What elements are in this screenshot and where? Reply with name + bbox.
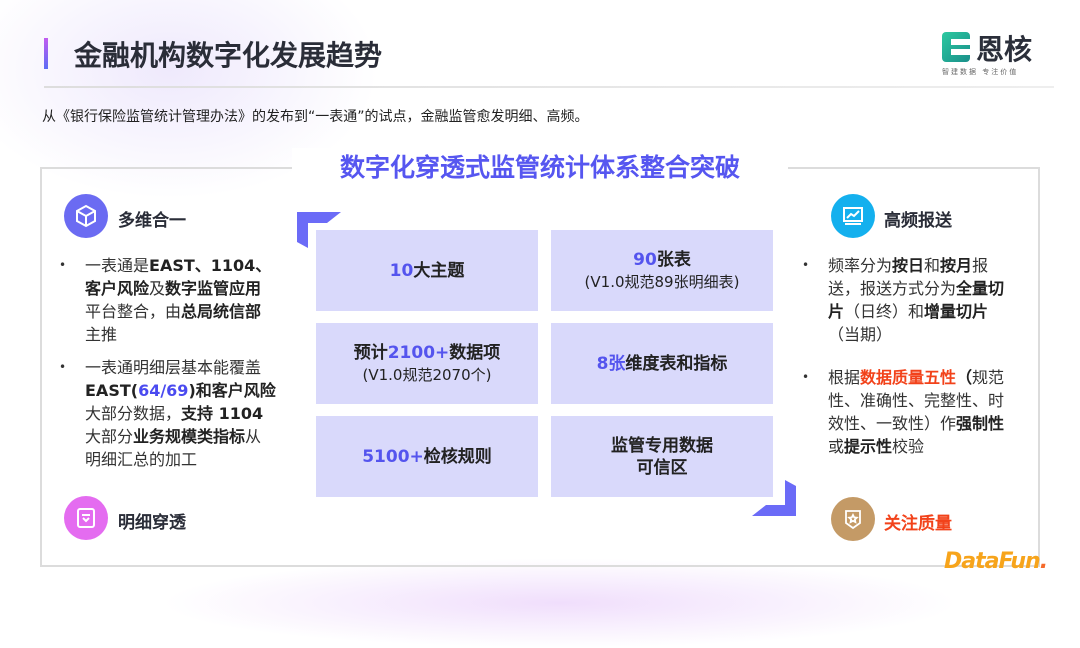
metric-sub: (V1.0规范2070个) (362, 365, 492, 384)
text-segment: （日终）和 (844, 302, 925, 321)
text-segment: 支持 1104 (181, 404, 264, 423)
inbox-icon (64, 496, 108, 540)
text-segment: 一表通明细层基本能覆盖 (85, 358, 262, 377)
text-segment: 和 (924, 256, 941, 275)
section-title-detail: 明细穿透 (118, 513, 186, 533)
metric-label: 5100+检核规则 (362, 446, 492, 468)
divider (44, 86, 1054, 88)
metric-card: 预计2100+数据项(V1.0规范2070个) (316, 323, 538, 404)
bullet-item: 根据数据质量五性（规范性、准确性、完整性、时效性、一致性）作强制性或提示性校验 (802, 366, 1014, 458)
text-segment: （当期） (828, 325, 893, 344)
text-segment: 总局统信部 (181, 302, 262, 321)
text-segment: 客户风险 (85, 279, 150, 298)
section-title-multi: 多维合一 (118, 211, 186, 231)
metric-num: 10 (389, 260, 414, 281)
metric-sub2: 可信区 (636, 457, 688, 478)
corner-decoration (752, 480, 796, 516)
metric-card: 8张维度表和指标 (551, 323, 773, 404)
metric-num: 5100+ (362, 446, 424, 467)
right-bullet-list: 频率分为按日和按月报送，报送方式分为全量切片（日终）和增量切片 （当期） 根据数据… (802, 254, 1014, 468)
text-segment: 按日 (892, 256, 925, 275)
text-segment: 大部分数据， (85, 404, 182, 423)
shield-star-icon (831, 497, 875, 541)
metric-num: 90 (633, 249, 657, 270)
chart-trend-icon (831, 194, 875, 238)
text-segment: 或 (828, 437, 845, 456)
metric-text: 检核规则 (423, 446, 492, 467)
text-segment: 大部分 (85, 427, 134, 446)
section-title-frequency: 高频报送 (884, 211, 952, 231)
title-accent-bar (44, 38, 48, 69)
metric-label: 监管专用数据 (611, 435, 713, 457)
metric-card: 10大主题 (316, 230, 538, 311)
text-segment: 64/69 (138, 381, 189, 400)
text-segment: 校验 (892, 437, 925, 456)
metric-num: 2100+ (387, 342, 450, 363)
datafun-watermark: DataFun. (944, 549, 1048, 574)
metric-text: 监管专用数据 (611, 435, 713, 456)
left-bullet-list: 一表通是EAST、1104、客户风险及数字监管应用平台整合，由总局统信部主推 一… (59, 254, 277, 481)
text-segment: 全量切片 (828, 279, 1005, 321)
bullet-item: 一表通是EAST、1104、客户风险及数字监管应用平台整合，由总局统信部主推 (59, 254, 277, 346)
text-segment: 按月 (940, 256, 973, 275)
logo-e-icon (942, 32, 970, 62)
metric-num: 8张 (596, 353, 626, 374)
text-segment: 规范性、准确性、完整性、时效性、一致性）作 (828, 368, 1005, 433)
metric-text: 张表 (656, 249, 691, 270)
text-segment: （ (956, 368, 973, 387)
text-segment: 根据 (828, 368, 861, 387)
section-title-quality: 关注质量 (884, 514, 952, 534)
metric-text: 数据项 (449, 342, 501, 363)
watermark-text: DataFun (944, 549, 1041, 574)
text-segment: 从明细汇总的加工 (85, 427, 262, 469)
text-segment: EAST、1104、 (149, 256, 272, 275)
metric-label: 10大主题 (390, 260, 465, 282)
text-segment: 增量切片 (924, 302, 989, 321)
page-title: 金融机构数字化发展趋势 (74, 39, 383, 72)
bullet-item: 频率分为按日和按月报送，报送方式分为全量切片（日终）和增量切片 （当期） (802, 254, 1014, 346)
logo-name: 恩核 (976, 33, 1033, 66)
watermark-dot: . (1039, 549, 1048, 574)
logo-slogan: 智建数据 专注价值 (942, 68, 1019, 76)
metric-card: 5100+检核规则 (316, 416, 538, 497)
metric-sub: (V1.0规范89张明细表) (584, 272, 740, 291)
metric-label: 8张维度表和指标 (597, 353, 728, 375)
text-segment: )和客户风险 (188, 381, 276, 400)
text-segment: 及 (149, 279, 166, 298)
text-segment: 提示性 (844, 437, 893, 456)
bullet-item: 一表通明细层基本能覆盖 EAST(64/69)和客户风险大部分数据，支持 1104… (59, 356, 277, 471)
text-segment: 业务规模类指标 (133, 427, 246, 446)
cube-icon (64, 194, 108, 238)
metric-card: 监管专用数据可信区 (551, 416, 773, 497)
subtitle: 从《银行保险监管统计管理办法》的发布到“一表通”的试点，金融监管愈发明细、高频。 (42, 109, 589, 125)
text-segment: 数字监管应用 (165, 279, 262, 298)
metric-text: 维度表和指标 (625, 353, 728, 374)
text-segment: 强制性 (956, 414, 1005, 433)
text-segment: 报送，报送方式分为 (828, 256, 989, 298)
text-segment: 主推 (85, 325, 118, 344)
text-segment: 频率分为 (828, 256, 893, 275)
metric-pre: 预计 (353, 342, 388, 363)
metric-card: 90张表(V1.0规范89张明细表) (551, 230, 773, 311)
metric-label: 90张表 (633, 249, 691, 271)
text-segment: 平台整合，由 (85, 302, 182, 321)
logo: 恩核 智建数据 专注价值 (942, 30, 1062, 80)
text-segment: EAST( (85, 381, 139, 400)
corner-decoration (297, 212, 341, 248)
metric-text: 大主题 (413, 260, 465, 281)
metric-label: 预计2100+数据项 (354, 342, 501, 364)
text-segment: 一表通是 (85, 256, 150, 275)
background-glow (160, 558, 960, 648)
section-heading: 数字化穿透式监管统计体系整合突破 (292, 148, 788, 184)
text-segment: 数据质量五性 (860, 368, 957, 387)
